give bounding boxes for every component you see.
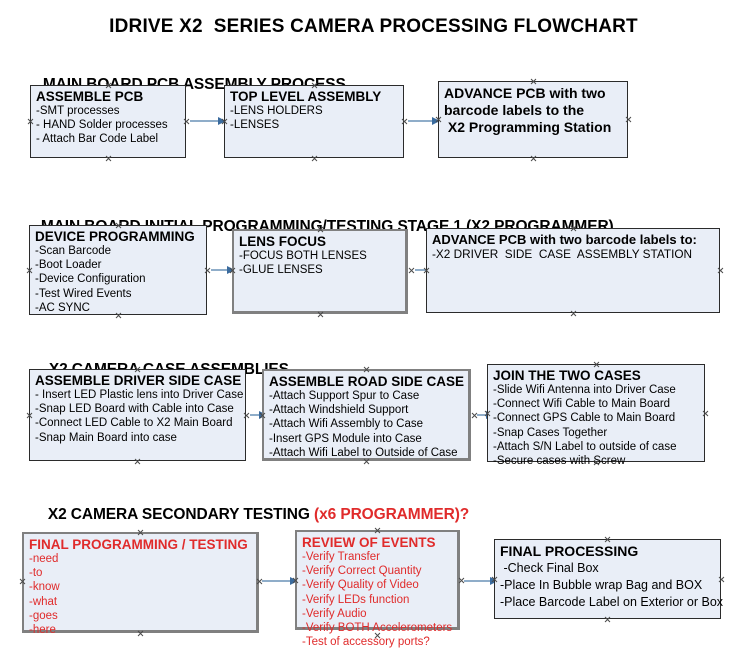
box-title: ADVANCE PCB with two barcode labels to: bbox=[432, 232, 697, 247]
box-line: -Attach S/N Label to outside of case bbox=[493, 440, 677, 453]
box-line: -here bbox=[29, 624, 56, 637]
box-line: -Slide Wifi Antenna into Driver Case bbox=[493, 384, 676, 396]
process-box-assemble-driver-side-case[interactable]: ASSEMBLE DRIVER SIDE CASE - Insert LED P… bbox=[29, 369, 246, 461]
process-box-top-level-assembly[interactable]: TOP LEVEL ASSEMBLY -LENS HOLDERS -LENSES bbox=[224, 85, 404, 158]
box-line: - HAND Solder processes bbox=[36, 119, 168, 132]
box-line: -goes bbox=[29, 609, 58, 622]
box-line: -Snap Main Board into case bbox=[35, 431, 177, 444]
process-box-assemble-pcb[interactable]: ASSEMBLE PCB -SMT processes - HAND Solde… bbox=[30, 85, 186, 158]
box-line: -Connect Wifi Cable to Main Board bbox=[493, 398, 671, 411]
box-title: DEVICE PROGRAMMING bbox=[35, 229, 195, 244]
box-line: - Attach Bar Code Label bbox=[36, 133, 159, 146]
box-line: -know bbox=[29, 581, 60, 594]
box-line: -Connect LED Cable to X2 Main Board bbox=[35, 417, 233, 430]
box-line: -Verify Correct Quantity bbox=[302, 565, 422, 578]
box-line: -Place Barcode Label on Exterior or Box bbox=[500, 595, 724, 609]
box-title: JOIN THE TWO CASES bbox=[493, 368, 641, 383]
box-title: ADVANCE PCB with two bbox=[444, 85, 606, 101]
connector-arrow-4a bbox=[262, 577, 298, 586]
box-line: -Scan Barcode bbox=[35, 245, 112, 257]
connector-arrow-1a bbox=[190, 117, 226, 126]
box-line: -need bbox=[29, 553, 59, 565]
process-box-assemble-road-side-case[interactable]: ASSEMBLE ROAD SIDE CASE -Attach Support … bbox=[262, 369, 471, 461]
box-title: FINAL PROCESSING bbox=[500, 543, 639, 559]
arrow-shaft bbox=[190, 120, 219, 122]
box-line: -Verify Audio bbox=[302, 607, 367, 620]
arrow-shaft bbox=[415, 269, 434, 271]
process-box-review-of-events[interactable]: REVIEW OF EVENTS -Verify Transfer -Verif… bbox=[295, 530, 460, 648]
box-line: -LENS HOLDERS bbox=[230, 105, 323, 117]
connector-arrow-1b bbox=[408, 117, 440, 126]
box-line: -Boot Loader bbox=[35, 259, 102, 272]
arrow-head bbox=[290, 577, 298, 585]
arrow-head bbox=[227, 266, 235, 274]
process-box-advance-pcb-2[interactable]: ADVANCE PCB with two barcode labels to: … bbox=[426, 228, 720, 313]
box-line: -Test of accessory ports? bbox=[302, 636, 430, 649]
box-line: -Attach Wifi Label to Outside of Case bbox=[269, 446, 458, 459]
box-line: -Verify Quality of Video bbox=[302, 579, 419, 592]
page-title: IDRIVE X2 SERIES CAMERA PROCESSING FLOWC… bbox=[109, 16, 638, 37]
process-box-advance-pcb-1[interactable]: ADVANCE PCB with two barcode labels to t… bbox=[438, 81, 628, 158]
box-line: barcode labels to the bbox=[444, 102, 585, 118]
box-line: -Attach Support Spur to Case bbox=[269, 390, 420, 402]
box-line: -Check Final Box bbox=[500, 561, 599, 575]
box-line: -Attach Wifi Assembly to Case bbox=[269, 418, 424, 431]
process-box-final-processing[interactable]: FINAL PROCESSING -Check Final Box -Place… bbox=[494, 539, 724, 619]
box-title: FINAL PROGRAMMING / TESTING bbox=[29, 537, 248, 552]
box-line: -Snap LED Board with Cable into Case bbox=[35, 403, 234, 416]
arrow-shaft bbox=[477, 414, 487, 416]
connector-arrow-4b bbox=[464, 577, 498, 586]
connector-arrow-2a bbox=[211, 266, 235, 275]
box-line: -AC SYNC bbox=[35, 301, 90, 314]
section-heading-4: X2 CAMERA SECONDARY TESTING (x6 PROGRAMM… bbox=[31, 488, 469, 542]
process-box-join-the-two-cases[interactable]: JOIN THE TWO CASES -Slide Wifi Antenna i… bbox=[487, 364, 705, 467]
box-line: -LENSES bbox=[230, 119, 280, 132]
arrow-head bbox=[218, 117, 226, 125]
box-title: ASSEMBLE PCB bbox=[36, 89, 144, 104]
box-line: -what bbox=[29, 595, 58, 608]
arrow-shaft bbox=[464, 580, 491, 582]
box-line: -Verify Transfer bbox=[302, 551, 380, 563]
section-heading-4-accent: (x6 PROGRAMMER)? bbox=[314, 506, 470, 523]
arrow-shaft bbox=[211, 269, 228, 271]
box-line: -GLUE LENSES bbox=[239, 264, 323, 277]
box-line: -Test Wired Events bbox=[35, 287, 132, 300]
box-line: -X2 DRIVER SIDE CASE ASSEMBLY STATION bbox=[432, 247, 693, 261]
process-box-lens-focus[interactable]: LENS FOCUS -FOCUS BOTH LENSES -GLUE LENS… bbox=[232, 229, 408, 314]
box-line: - Insert LED Plastic lens into Driver Ca… bbox=[35, 389, 244, 401]
process-box-device-programming[interactable]: DEVICE PROGRAMMING -Scan Barcode -Boot L… bbox=[29, 225, 207, 315]
box-title: REVIEW OF EVENTS bbox=[302, 535, 436, 550]
box-title: LENS FOCUS bbox=[239, 234, 327, 249]
box-line: -Insert GPS Module into Case bbox=[269, 432, 422, 445]
box-line: -to bbox=[29, 567, 43, 580]
box-line: X2 Programming Station bbox=[444, 119, 612, 135]
section-heading-4-text: X2 CAMERA SECONDARY TESTING bbox=[47, 506, 315, 523]
arrow-shaft bbox=[250, 414, 260, 416]
box-line: -Secure cases with Screw bbox=[493, 455, 626, 468]
box-line: -Verify LEDs function bbox=[302, 593, 410, 606]
box-line: -Snap Cases Together bbox=[493, 426, 608, 439]
box-title: TOP LEVEL ASSEMBLY bbox=[230, 89, 382, 104]
box-title: ASSEMBLE ROAD SIDE CASE bbox=[269, 374, 465, 389]
box-line: -Verify BOTH Accelerometers bbox=[302, 622, 453, 635]
arrow-shaft bbox=[408, 120, 433, 122]
selection-handle[interactable] bbox=[408, 267, 415, 274]
box-line: -FOCUS BOTH LENSES bbox=[239, 250, 367, 262]
box-line: -Attach Windshield Support bbox=[269, 404, 409, 417]
box-line: -SMT processes bbox=[36, 105, 120, 117]
arrow-head bbox=[432, 117, 440, 125]
process-box-final-programming-testing[interactable]: FINAL PROGRAMMING / TESTING -need -to -k… bbox=[22, 532, 259, 636]
box-line: -Connect GPS Cable to Main Board bbox=[493, 412, 676, 425]
arrow-shaft bbox=[262, 580, 291, 582]
box-title: ASSEMBLE DRIVER SIDE CASE bbox=[35, 373, 242, 388]
box-line: -Place In Bubble wrap Bag and BOX bbox=[500, 578, 703, 592]
box-line: -Device Configuration bbox=[35, 273, 146, 286]
